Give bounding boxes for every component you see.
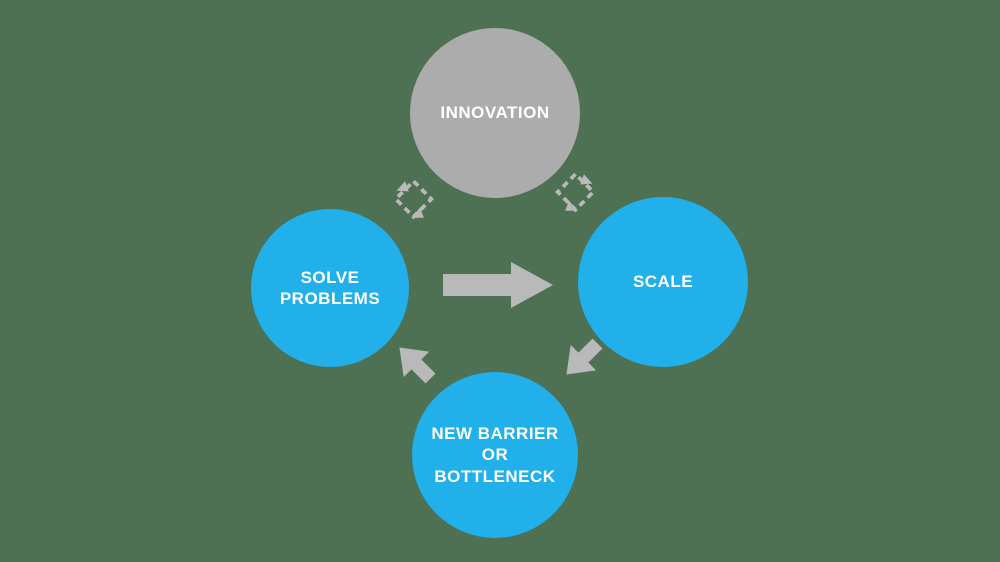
node-new-barrier-label: NEW BARRIER OR BOTTLENECK (431, 424, 559, 486)
node-solve-problems: SOLVE PROBLEMS (251, 209, 409, 367)
node-scale: SCALE (578, 197, 748, 367)
node-innovation-label: INNOVATION (440, 103, 550, 123)
node-scale-label: SCALE (632, 272, 694, 292)
node-innovation: INNOVATION (410, 28, 580, 198)
node-new-barrier: NEW BARRIER OR BOTTLENECK (412, 372, 578, 538)
arrow-scale-to-barrier-icon (566, 338, 603, 375)
node-solve-problems-label: SOLVE PROBLEMS (279, 267, 381, 308)
arrow-solve-to-scale-icon (443, 262, 553, 308)
arrow-barrier-to-solve-icon (399, 347, 436, 384)
dashed-cycle-icon-right (555, 171, 596, 213)
dashed-cycle-icon-left (393, 178, 434, 220)
